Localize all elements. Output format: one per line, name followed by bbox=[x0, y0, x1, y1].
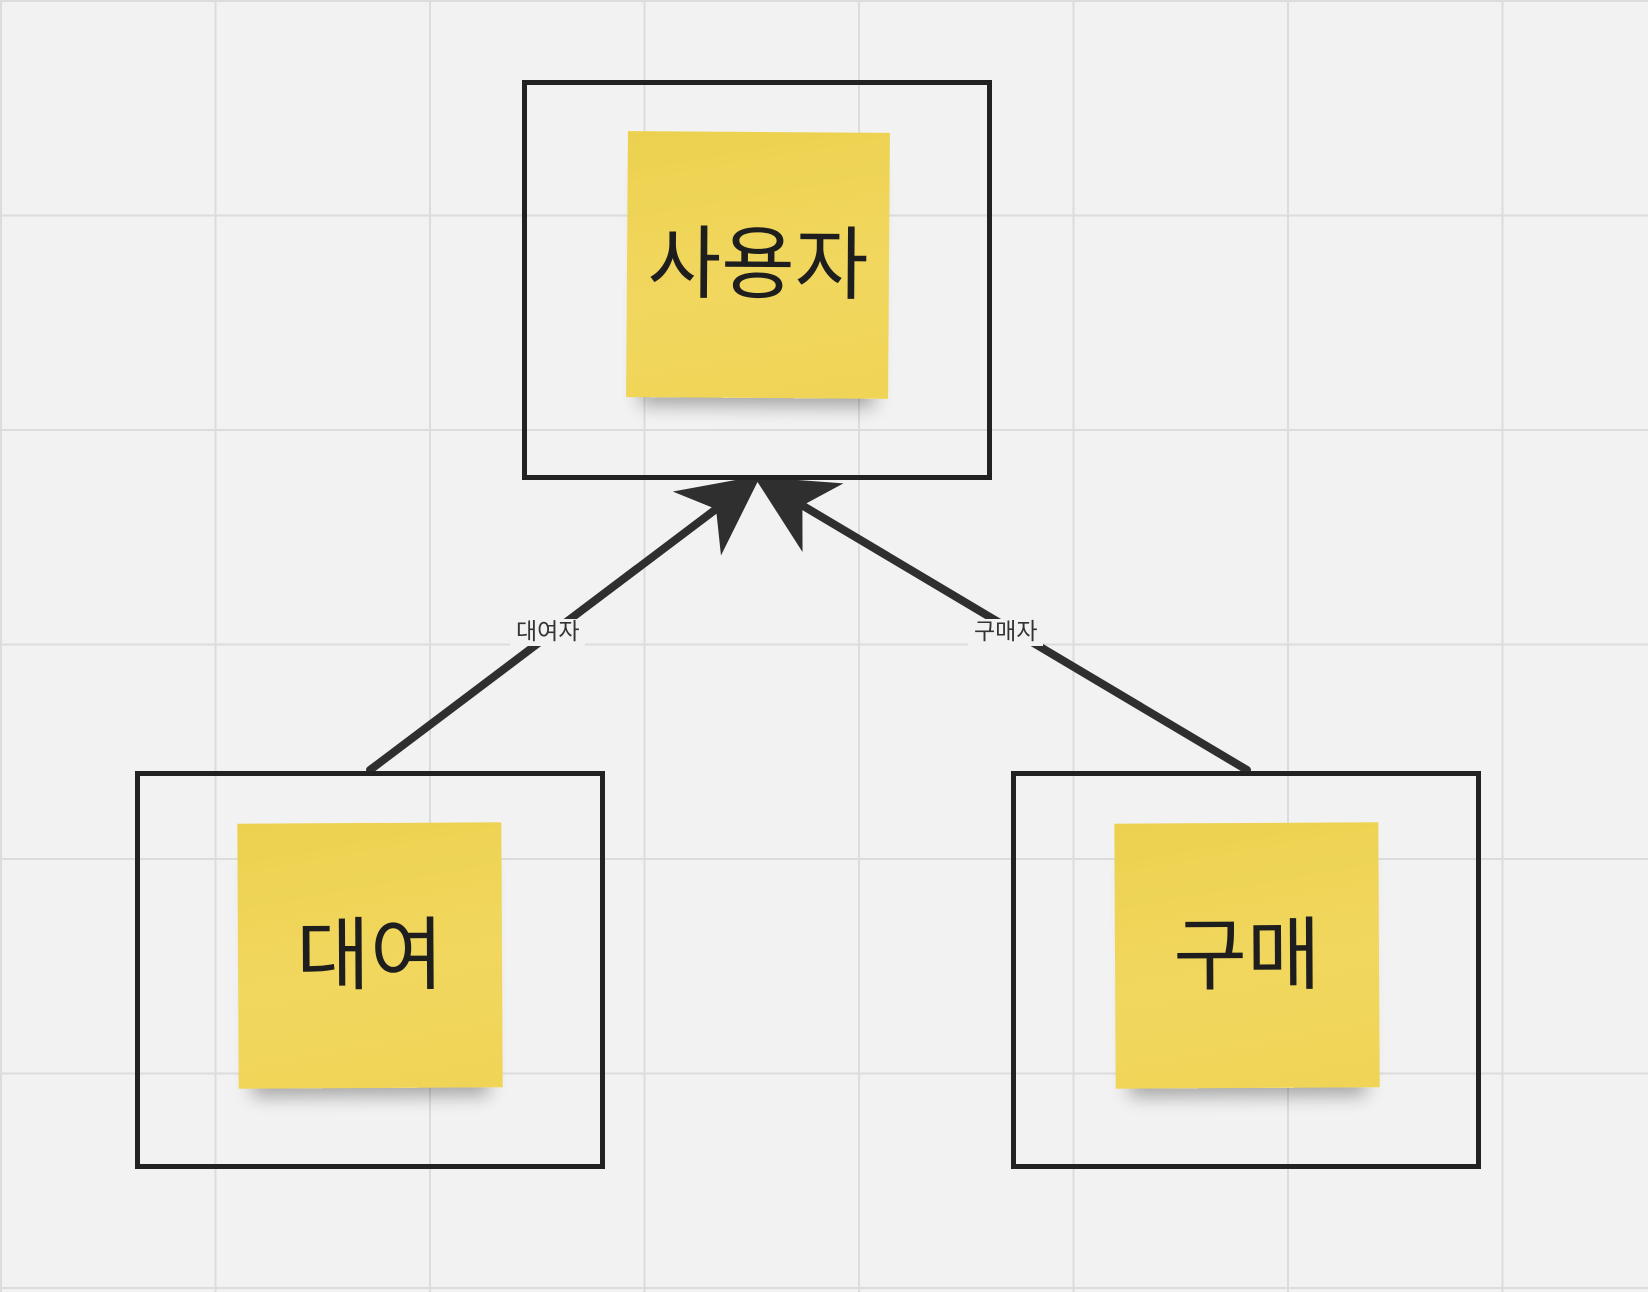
connector-label-rental[interactable]: 대여자 bbox=[510, 619, 586, 646]
sticky-note-rental-label: 대여 bbox=[296, 908, 444, 1002]
frame-rental[interactable] bbox=[135, 771, 605, 1169]
sticky-note-rental[interactable]: 대여 bbox=[237, 822, 503, 1089]
sticky-note-purchase-label: 구매 bbox=[1173, 908, 1321, 1002]
frame-purchase[interactable] bbox=[1011, 771, 1481, 1169]
sticky-note-purchase[interactable]: 구매 bbox=[1114, 822, 1380, 1089]
sticky-note-user-label: 사용자 bbox=[647, 217, 869, 312]
connector-label-purchase[interactable]: 구매자 bbox=[968, 619, 1044, 646]
frame-user[interactable] bbox=[522, 80, 992, 480]
sticky-note-user[interactable]: 사용자 bbox=[626, 131, 890, 399]
